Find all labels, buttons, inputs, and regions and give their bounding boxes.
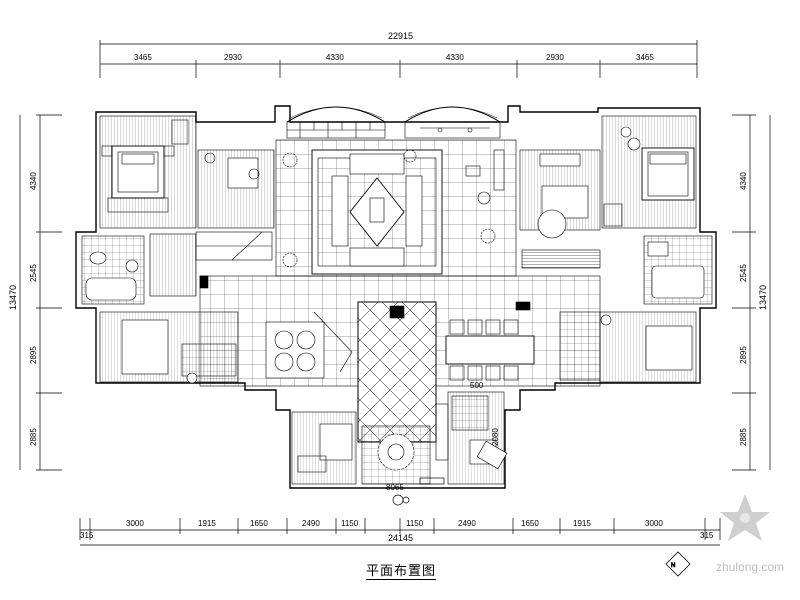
watermark-text: zhulong.com [716, 560, 785, 574]
bottom-right-room [447, 391, 508, 485]
top-dim-1: 3465 [134, 53, 152, 62]
entry-area [290, 477, 505, 506]
svg-text:N: N [671, 563, 675, 569]
right-dim-4: 2885 [739, 428, 748, 446]
inner-dim-2080: 2080 [491, 428, 500, 446]
top-dim-5: 2930 [546, 53, 564, 62]
left-total-dimension: 13470 [8, 285, 18, 310]
left-secondary-room [195, 149, 275, 261]
bottom-left-room [291, 411, 357, 485]
bottom-dimension-chain [79, 518, 721, 546]
bottom-dim-6: 1150 [406, 519, 424, 528]
left-dimension-chain [19, 114, 62, 471]
top-dim-3: 4330 [326, 53, 344, 62]
bottom-total-dimension: 24145 [388, 533, 413, 543]
left-dim-1: 4340 [29, 172, 38, 190]
left-master-bedroom [99, 115, 197, 229]
bottom-center-room [361, 403, 449, 485]
right-secondary-room [519, 149, 601, 269]
bottom-left-small-dim: 315 [80, 531, 94, 540]
bottom-dim-9: 1915 [573, 519, 591, 528]
right-dim-3: 2895 [739, 346, 748, 364]
entry-feature-wall [286, 106, 501, 139]
inner-dim-500: 500 [470, 381, 484, 390]
watermark-logo-icon [720, 494, 770, 541]
right-total-dimension: 13470 [758, 285, 768, 310]
bottom-dim-1: 3000 [126, 519, 144, 528]
right-bathroom [643, 235, 713, 305]
top-total-dimension: 22915 [388, 31, 413, 41]
bottom-right-small-dim: 315 [700, 531, 714, 540]
right-master-bedroom [601, 115, 697, 229]
drawing-title: 平面布置图 [366, 560, 437, 580]
bottom-dim-8: 1650 [521, 519, 539, 528]
bottom-dim-5: 1150 [341, 519, 359, 528]
right-dim-2: 2545 [739, 264, 748, 282]
right-dim-1: 4340 [739, 172, 748, 190]
left-dim-3: 2895 [29, 346, 38, 364]
right-dimension-chain [732, 114, 771, 471]
bottom-dim-10: 3000 [645, 519, 663, 528]
top-dim-4: 4330 [446, 53, 464, 62]
bottom-dim-4: 2490 [302, 519, 320, 528]
top-dimension-chain [99, 40, 698, 78]
left-dim-4: 2885 [29, 428, 38, 446]
living-room [275, 139, 517, 277]
top-dim-6: 3465 [636, 53, 654, 62]
bottom-dim-3: 1650 [250, 519, 268, 528]
bottom-dim-2: 1915 [198, 519, 216, 528]
top-dim-2: 2930 [224, 53, 242, 62]
north-arrow-icon: N [665, 551, 691, 577]
central-hall [199, 275, 601, 443]
left-dim-2: 2545 [29, 264, 38, 282]
bottom-dim-7: 2490 [458, 519, 476, 528]
entry-width-dimension: 8065 [386, 483, 404, 492]
left-bathroom [81, 233, 197, 305]
